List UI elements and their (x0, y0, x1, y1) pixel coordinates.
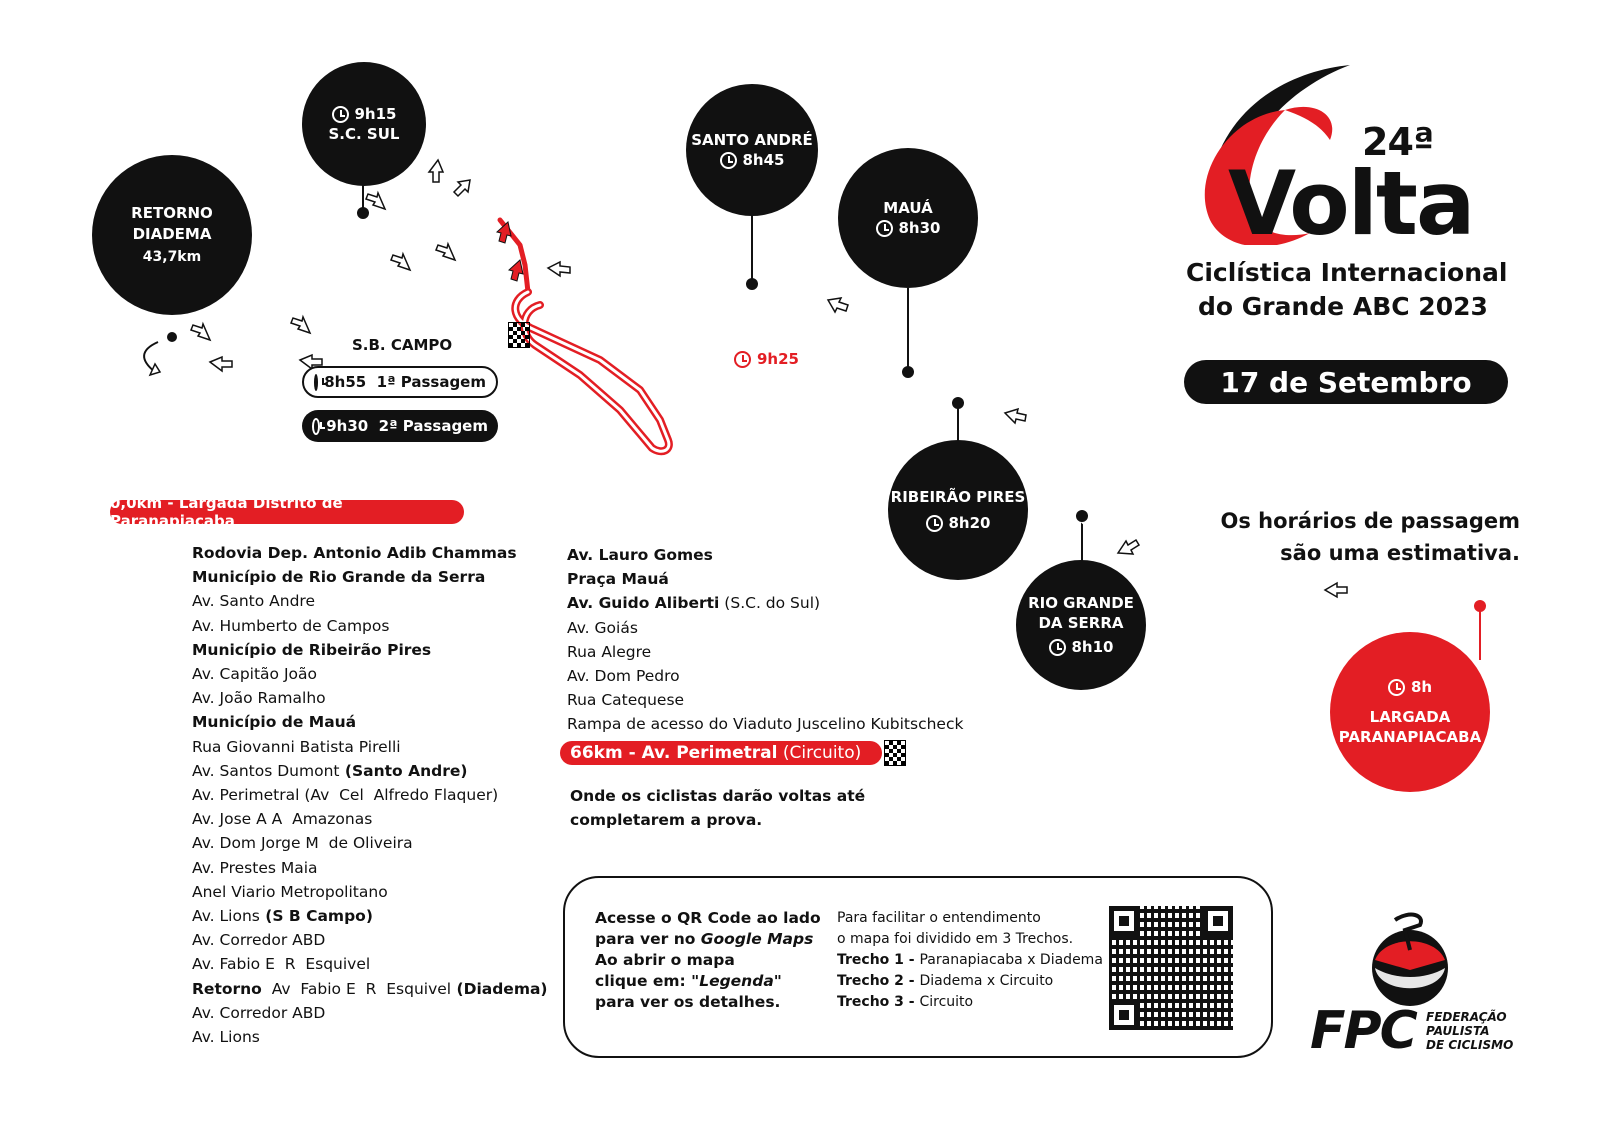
sb-campo-pass-1: 8h55 1ª Passagem (302, 366, 498, 398)
checkpoint-name: MAUÁ (883, 198, 933, 217)
sb-campo-pass-2: 9h30 2ª Passagem (302, 410, 498, 442)
street-item: Av. Fabio E R Esquivel (192, 955, 371, 974)
direction-arrows-red (495, 221, 524, 282)
checkpoint-stems (171, 185, 1481, 660)
street-item: Praça Mauá (567, 570, 669, 589)
checkpoint-maua: MAUÁ 8h30 (838, 148, 978, 288)
clock-icon (1387, 678, 1405, 696)
checkpoint-name: DIADEMA (132, 224, 212, 243)
time-disclaimer: Os horários de passagem são uma estimati… (1220, 509, 1520, 565)
sb-campo-label: S.B. CAMPO (352, 336, 453, 354)
street-item: Av. Humberto de Campos (192, 616, 390, 635)
volta-swoosh-logo (1204, 65, 1350, 245)
street-item: Av. Guido Aliberti (S.C. do Sul) (567, 594, 821, 613)
street-item: Av. João Ramalho (192, 689, 326, 708)
finish-flag-icon (508, 322, 530, 348)
street-item: Rua Alegre (567, 642, 652, 661)
street-item: Av. Corredor ABD (192, 931, 326, 950)
checkpoint-time: 8h45 (742, 151, 785, 169)
circuit-banner: 66km - Av. Perimetral (Circuito) (560, 741, 882, 765)
street-item: Av. Jose A A Amazonas (192, 810, 373, 829)
event-date: 17 de Setembro (1184, 360, 1508, 404)
fpc-logo-icon (1372, 912, 1448, 1006)
qr-info-box: Acesse o QR Code ao lado para ver no Goo… (563, 876, 1273, 1058)
clock-icon (734, 351, 751, 368)
checkpoint-time: 9h15 (354, 104, 397, 123)
street-item: Rua Catequese (567, 691, 685, 710)
street-item: Av. Dom Pedro (567, 667, 680, 686)
checkpoint-sc-sul: 9h15 S.C. SUL (302, 62, 426, 186)
checkpoint-name: PARANAPIACABA (1338, 728, 1482, 747)
volta-wordmark: Volta (1228, 152, 1475, 255)
street-item: Av. Goiás (567, 618, 638, 637)
checkpoint-retorno-diadema: RETORNO DIADEMA 43,7km (92, 155, 252, 315)
street-item: Município de Rio Grande da Serra (192, 568, 486, 587)
checkpoint-name: S.C. SUL (328, 125, 400, 143)
street-item: Rua Giovanni Batista Pirelli (192, 737, 401, 756)
fpc-full-name: FEDERAÇÃO PAULISTA DE CICLISMO (1426, 1010, 1514, 1052)
return-arrow (143, 341, 159, 373)
street-item: Av. Lions (S B Campo) (192, 907, 373, 926)
checkpoint-largada-paranapiacaba: 8h LARGADA PARANAPIACABA (1330, 632, 1490, 792)
checkpoint-name: DA SERRA (1038, 613, 1124, 632)
checkpoint-rio-grande-da-serra: RIO GRANDE DA SERRA 8h10 (1016, 560, 1146, 690)
clock-icon (875, 220, 893, 237)
street-item: Av. Lions (192, 1028, 260, 1047)
street-item: Retorno Av Fabio E R Esquivel (Diadema) (192, 979, 548, 998)
checkpoint-name: RIO GRANDE (1028, 593, 1134, 612)
checkpoint-time: 8h20 (948, 514, 991, 532)
event-subtitle-1: Ciclística Internacional (1186, 258, 1508, 287)
checkpoint-distance: 43,7km (142, 248, 202, 265)
street-item: Av. Prestes Maia (192, 858, 318, 877)
clock-icon (719, 152, 737, 169)
circuit-loop (511, 288, 673, 456)
checkpoint-time: 8h10 (1071, 638, 1114, 657)
street-item: Anel Viario Metropolitano (192, 882, 388, 901)
street-item: Av. Capitão João (192, 665, 318, 684)
checkpoint-name: RIBEIRÃO PIRES (890, 487, 1026, 506)
street-item: Av. Santos Dumont (Santo Andre) (192, 761, 468, 780)
clock-icon (925, 515, 943, 532)
checkpoint-time: 8h (1410, 677, 1433, 696)
street-item: Av. Perimetral (Av Cel Alfredo Flaquer) (192, 786, 499, 805)
street-item: Av. Lauro Gomes (567, 546, 713, 564)
route-nodes (167, 207, 1486, 612)
checkpoint-name: RETORNO (131, 204, 213, 223)
checkpoint-time: 8h30 (898, 219, 941, 237)
street-item: Município de Mauá (192, 713, 357, 732)
fpc-abbreviation: FPC (1310, 1001, 1418, 1061)
edition-number: 24ª (1362, 120, 1434, 164)
street-item: Av. Corredor ABD (192, 1003, 326, 1022)
street-item: Rampa de acesso do Viaduto Juscelino Kub… (567, 715, 964, 734)
direction-arrows (190, 158, 1348, 599)
clock-icon (331, 105, 349, 123)
checkpoint-name: SANTO ANDRÉ (691, 130, 813, 149)
street-item: Município de Ribeirão Pires (192, 640, 432, 659)
circuit-time: 9h25 (734, 350, 799, 368)
start-banner: 0,0km - Largada Distrito de Paranapiacab… (110, 494, 464, 530)
clock-icon (312, 417, 326, 435)
street-item: Av. Santo Andre (192, 592, 316, 611)
checkpoint-santo-andre: SANTO ANDRÉ 8h45 (686, 84, 818, 216)
street-item: Rodovia Dep. Antonio Adib Chammas (192, 544, 517, 562)
circuit-note: Onde os ciclistas darão voltas até compl… (570, 787, 866, 829)
qr-instructions: Acesse o QR Code ao lado para ver no Goo… (595, 909, 821, 1011)
clock-icon (1048, 639, 1066, 657)
qr-code[interactable] (1109, 906, 1233, 1030)
checkpoint-name: LARGADA (1369, 707, 1451, 726)
finish-flag-icon (884, 740, 906, 766)
clock-icon (314, 373, 328, 391)
street-item: Av. Dom Jorge M de Oliveira (192, 834, 413, 853)
checkpoint-ribeirao-pires: RIBEIRÃO PIRES 8h20 (888, 440, 1028, 580)
event-subtitle-2: do Grande ABC 2023 (1198, 292, 1488, 321)
route-sections-info: Para facilitar o entendimento o mapa foi… (837, 910, 1103, 1010)
